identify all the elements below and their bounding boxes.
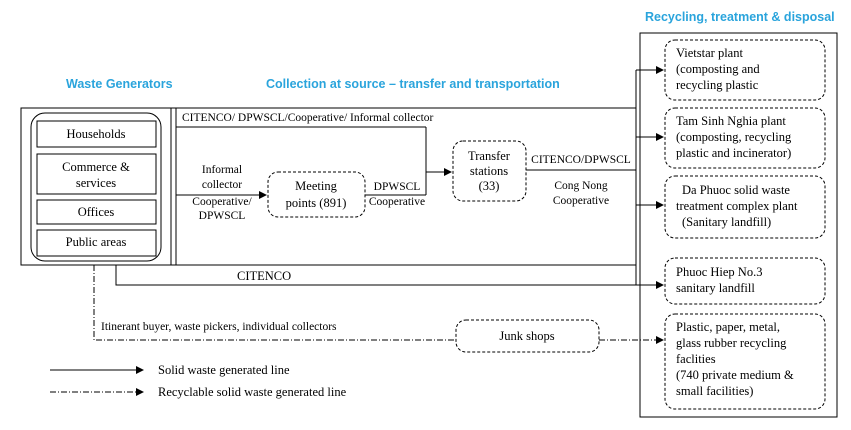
recycling-header: Recycling, treatment & disposal — [645, 10, 835, 24]
junk-shops-node — [455, 319, 600, 353]
recyclable-route-line — [93, 265, 454, 341]
households-label: Households — [66, 127, 125, 141]
recyclers-node — [664, 313, 826, 410]
dpwscl-coop-label-1: DPWSCL — [374, 181, 421, 193]
meeting-points-label-2: points (891) — [286, 196, 347, 210]
vietstar-label-3: recycling plastic — [676, 78, 759, 92]
public-areas-box — [36, 229, 157, 257]
recyclers-label-3: faclities — [676, 352, 716, 366]
commerce-box — [36, 153, 157, 195]
tam-sinh-nghia-label-2: (composting, recycling — [676, 130, 792, 144]
waste-generators-header: Waste Generators — [66, 77, 173, 91]
junk-shops-label: Junk shops — [499, 329, 554, 343]
da-phuoc-label-3: (Sanitary landfill) — [682, 215, 771, 229]
citenco-label: CITENCO — [237, 269, 291, 283]
commerce-label-line2: services — [76, 176, 116, 190]
itinerant-label: Itinerant buyer, waste pickers, individu… — [101, 321, 337, 333]
citenco-route-line — [115, 265, 636, 286]
phuoc-hiep-label-1: Phuoc Hiep No.3 — [676, 265, 762, 279]
da-phuoc-label-2: treatment complex plant — [676, 199, 798, 213]
legend-solid-label: Solid waste generated line — [158, 363, 290, 377]
dpwscl-coop-label-2: Cooperative — [369, 196, 425, 208]
vietstar-node — [664, 39, 826, 101]
recyclers-label-1: Plastic, paper, metal, — [676, 320, 780, 334]
coop-dpwscl-label-2: DPWSCL — [199, 210, 246, 222]
recyclers-label-4: (740 private medium & — [676, 368, 794, 382]
tam-sinh-nghia-label-1: Tam Sinh Nghia plant — [676, 114, 786, 128]
facilities-frame — [639, 32, 838, 418]
informal-collector-label-1: Informal — [202, 164, 242, 176]
informal-collector-label-2: collector — [202, 179, 242, 191]
generators-rounded-group — [30, 112, 162, 262]
vietstar-label-1: Vietstar plant — [676, 46, 743, 60]
da-phuoc-node — [664, 175, 826, 239]
vietstar-label-2: (composting and — [676, 62, 760, 76]
legend-dashdot-label: Recyclable solid waste generated line — [158, 385, 347, 399]
households-box — [36, 120, 157, 148]
public-areas-label: Public areas — [66, 235, 127, 249]
tam-sinh-nghia-label-3: plastic and incinerator) — [676, 146, 791, 160]
transfer-stations-node — [452, 140, 527, 202]
transfer-stations-label-3: (33) — [479, 179, 500, 193]
phuoc-hiep-label-2: sanitary landfill — [676, 281, 755, 295]
transfer-stations-label-2: stations — [470, 164, 508, 178]
phuoc-hiep-node — [664, 257, 826, 305]
offices-box — [36, 199, 157, 225]
recyclers-label-2: glass rubber recycling — [676, 336, 787, 350]
da-phuoc-label-1: Da Phuoc solid waste — [682, 183, 790, 197]
recyclers-label-5: small facilities) — [676, 384, 753, 398]
offices-label: Offices — [78, 205, 115, 219]
top-route-label: CITENCO/ DPWSCL/Cooperative/ Informal co… — [182, 112, 434, 124]
meeting-points-label-1: Meeting — [295, 179, 337, 193]
citenco-dpwscl-label: CITENCO/DPWSCL — [531, 154, 631, 166]
cong-nong-label-2: Cooperative — [553, 195, 609, 207]
transfer-stations-label-1: Transfer — [468, 149, 511, 163]
cong-nong-label-1: Cong Nong — [554, 180, 608, 192]
tam-sinh-nghia-node — [664, 107, 826, 169]
collection-header: Collection at source – transfer and tran… — [266, 77, 560, 91]
coop-dpwscl-label-1: Cooperative/ — [192, 196, 252, 208]
commerce-label-line1: Commerce & — [62, 160, 130, 174]
